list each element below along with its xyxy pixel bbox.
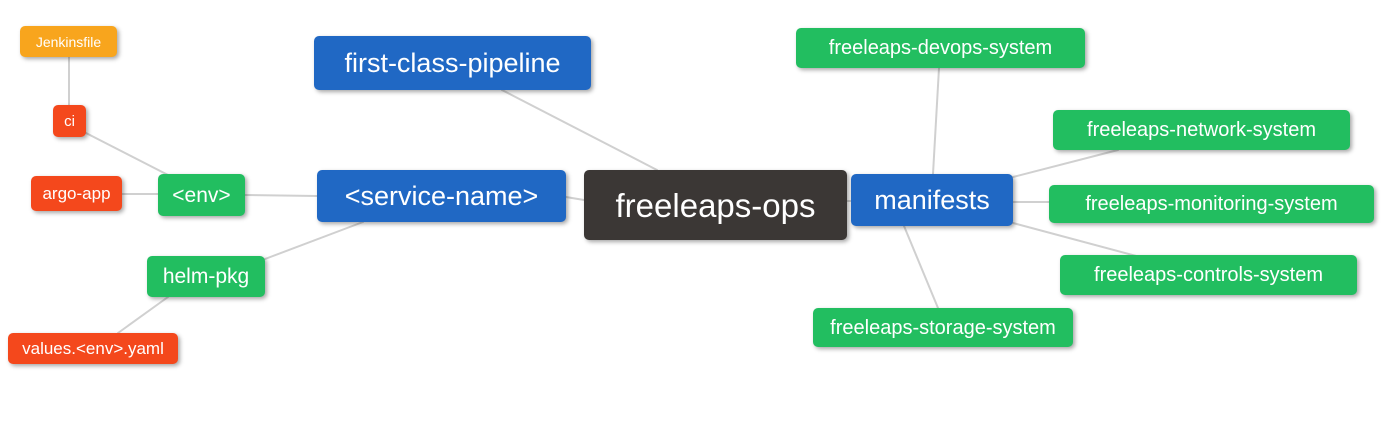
edge-service-name-freeleaps-ops bbox=[565, 196, 585, 201]
node-freeleaps-network-system[interactable]: freeleaps-network-system bbox=[1053, 110, 1350, 150]
node-first-class-pipeline[interactable]: first-class-pipeline bbox=[314, 36, 591, 90]
node-freeleaps-storage-system[interactable]: freeleaps-storage-system bbox=[813, 308, 1073, 347]
node-helm-pkg[interactable]: helm-pkg bbox=[147, 256, 265, 297]
node-jenkinsfile[interactable]: Jenkinsfile bbox=[20, 26, 117, 57]
node-ci[interactable]: ci bbox=[53, 105, 86, 137]
node-manifests[interactable]: manifests bbox=[851, 174, 1013, 226]
node-values-env-yaml[interactable]: values.<env>.yaml bbox=[8, 333, 178, 364]
edge-manifests-network bbox=[1012, 149, 1119, 178]
node-freeleaps-ops[interactable]: freeleaps-ops bbox=[584, 170, 847, 240]
edge-manifests-storage bbox=[903, 225, 939, 309]
node-freeleaps-monitoring-system[interactable]: freeleaps-monitoring-system bbox=[1049, 185, 1374, 223]
node-env[interactable]: <env> bbox=[158, 174, 245, 216]
edge-helm-pkg-service-name bbox=[264, 221, 364, 260]
edge-env-service-name bbox=[244, 194, 318, 197]
edge-manifests-devops bbox=[932, 67, 940, 175]
edge-helm-pkg-values bbox=[117, 296, 169, 334]
edge-ci-env bbox=[83, 131, 171, 177]
edge-pipeline-freeleaps-ops bbox=[501, 89, 658, 171]
node-freeleaps-devops-system[interactable]: freeleaps-devops-system bbox=[796, 28, 1085, 68]
node-service-name[interactable]: <service-name> bbox=[317, 170, 566, 222]
edge-manifests-controls bbox=[1012, 222, 1141, 258]
node-argo-app[interactable]: argo-app bbox=[31, 176, 122, 211]
node-freeleaps-controls-system[interactable]: freeleaps-controls-system bbox=[1060, 255, 1357, 295]
